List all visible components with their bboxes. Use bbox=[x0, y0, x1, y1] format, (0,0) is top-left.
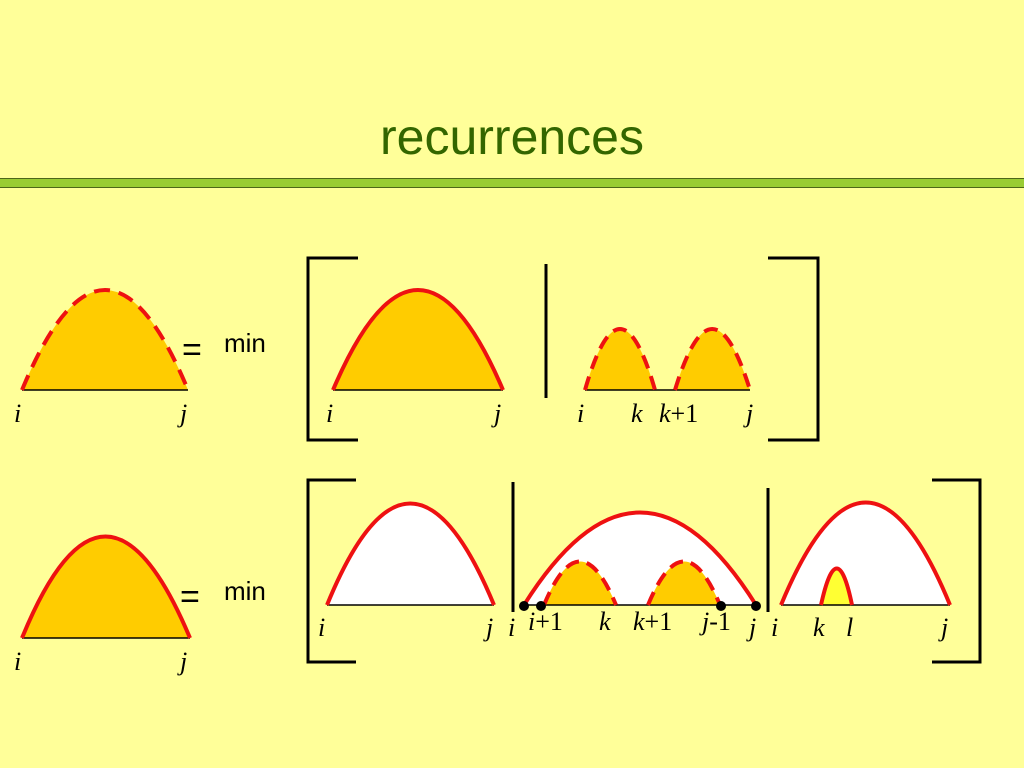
row2-lhs-hairpin: i j bbox=[14, 534, 192, 676]
row2-case2-inner-right-fill bbox=[648, 561, 720, 605]
row1-case1-i-label: i bbox=[326, 399, 333, 428]
row2-case3-inner-arc bbox=[819, 566, 854, 606]
row2-case2-j1-label: j-1 bbox=[699, 607, 731, 636]
row2-case2-inner-right-arc bbox=[646, 559, 722, 606]
row1-case2-j-label: j bbox=[743, 399, 753, 428]
row2-case2-dot-i1 bbox=[536, 601, 546, 611]
row2-case1-i-label: i bbox=[318, 613, 325, 642]
row2-case2-k-label: k bbox=[599, 607, 611, 636]
row2-case1-hairpin: i j bbox=[318, 501, 496, 642]
row1-case2-structures: i k k+1 j bbox=[577, 327, 753, 428]
row2-left-bracket bbox=[306, 478, 356, 664]
row2-lhs-j-label: j bbox=[177, 647, 187, 676]
row1-equals-sign: = bbox=[182, 331, 202, 369]
row1-lhs-hairpin: i j bbox=[14, 288, 190, 428]
row2-lhs-arc bbox=[20, 534, 192, 639]
row2-equals-sign: = bbox=[180, 578, 200, 616]
row2-case2-i1-label: i+1 bbox=[528, 607, 563, 636]
row2-case2-i-label: i bbox=[508, 613, 515, 642]
row2-case3-j-label: j bbox=[938, 613, 948, 642]
row2-lhs-i-label: i bbox=[14, 647, 21, 676]
row1-case2-k-label: k bbox=[631, 399, 643, 428]
row2-case2-dot-j1 bbox=[716, 601, 726, 611]
slide-title: recurrences bbox=[380, 109, 644, 165]
row2-case1-arc bbox=[325, 501, 496, 606]
row1-case1-hairpin: i j bbox=[326, 288, 505, 428]
row1-left-bracket bbox=[306, 256, 358, 442]
title-rule bbox=[0, 178, 1024, 188]
row2-case3-interior-loop: i k l j bbox=[771, 500, 952, 642]
row2-min-label: min bbox=[224, 576, 266, 606]
row1-case2-left-arc bbox=[583, 327, 657, 391]
row2-case2-j-label: j bbox=[746, 613, 756, 642]
row1-right-bracket bbox=[768, 256, 820, 442]
row1-case2-i-label: i bbox=[577, 399, 584, 428]
row2-case1-j-label: j bbox=[483, 613, 493, 642]
row1-min-label: min bbox=[224, 328, 266, 358]
row2-case3-i-label: i bbox=[771, 613, 778, 642]
row2-case2-dot-i bbox=[519, 601, 529, 611]
row2-case3-l-label: l bbox=[846, 613, 853, 642]
row2-case2-outer-arc bbox=[522, 510, 758, 607]
row2-case2-dot-j bbox=[751, 601, 761, 611]
row2-case2-multiloop: i i+1 k k+1 j-1 j bbox=[508, 510, 761, 642]
row1-case2-right-arc bbox=[673, 327, 752, 391]
row2-case3-outer-arc bbox=[779, 500, 952, 606]
row1-lhs-arc-dashed bbox=[20, 288, 190, 391]
row2-case3-k-label: k bbox=[813, 613, 825, 642]
row2-case2-k1-label: k+1 bbox=[633, 607, 672, 636]
row1-case1-arc bbox=[331, 288, 505, 391]
row1-case2-k1-label: k+1 bbox=[659, 399, 698, 428]
row2-case2-inner-left-fill bbox=[544, 561, 616, 605]
row1-lhs-i-label: i bbox=[14, 399, 21, 428]
row1-lhs-j-label: j bbox=[177, 399, 187, 428]
row1-case1-j-label: j bbox=[491, 399, 501, 428]
row2-case2-inner-left-arc bbox=[542, 559, 618, 606]
row2-right-bracket bbox=[932, 478, 982, 664]
